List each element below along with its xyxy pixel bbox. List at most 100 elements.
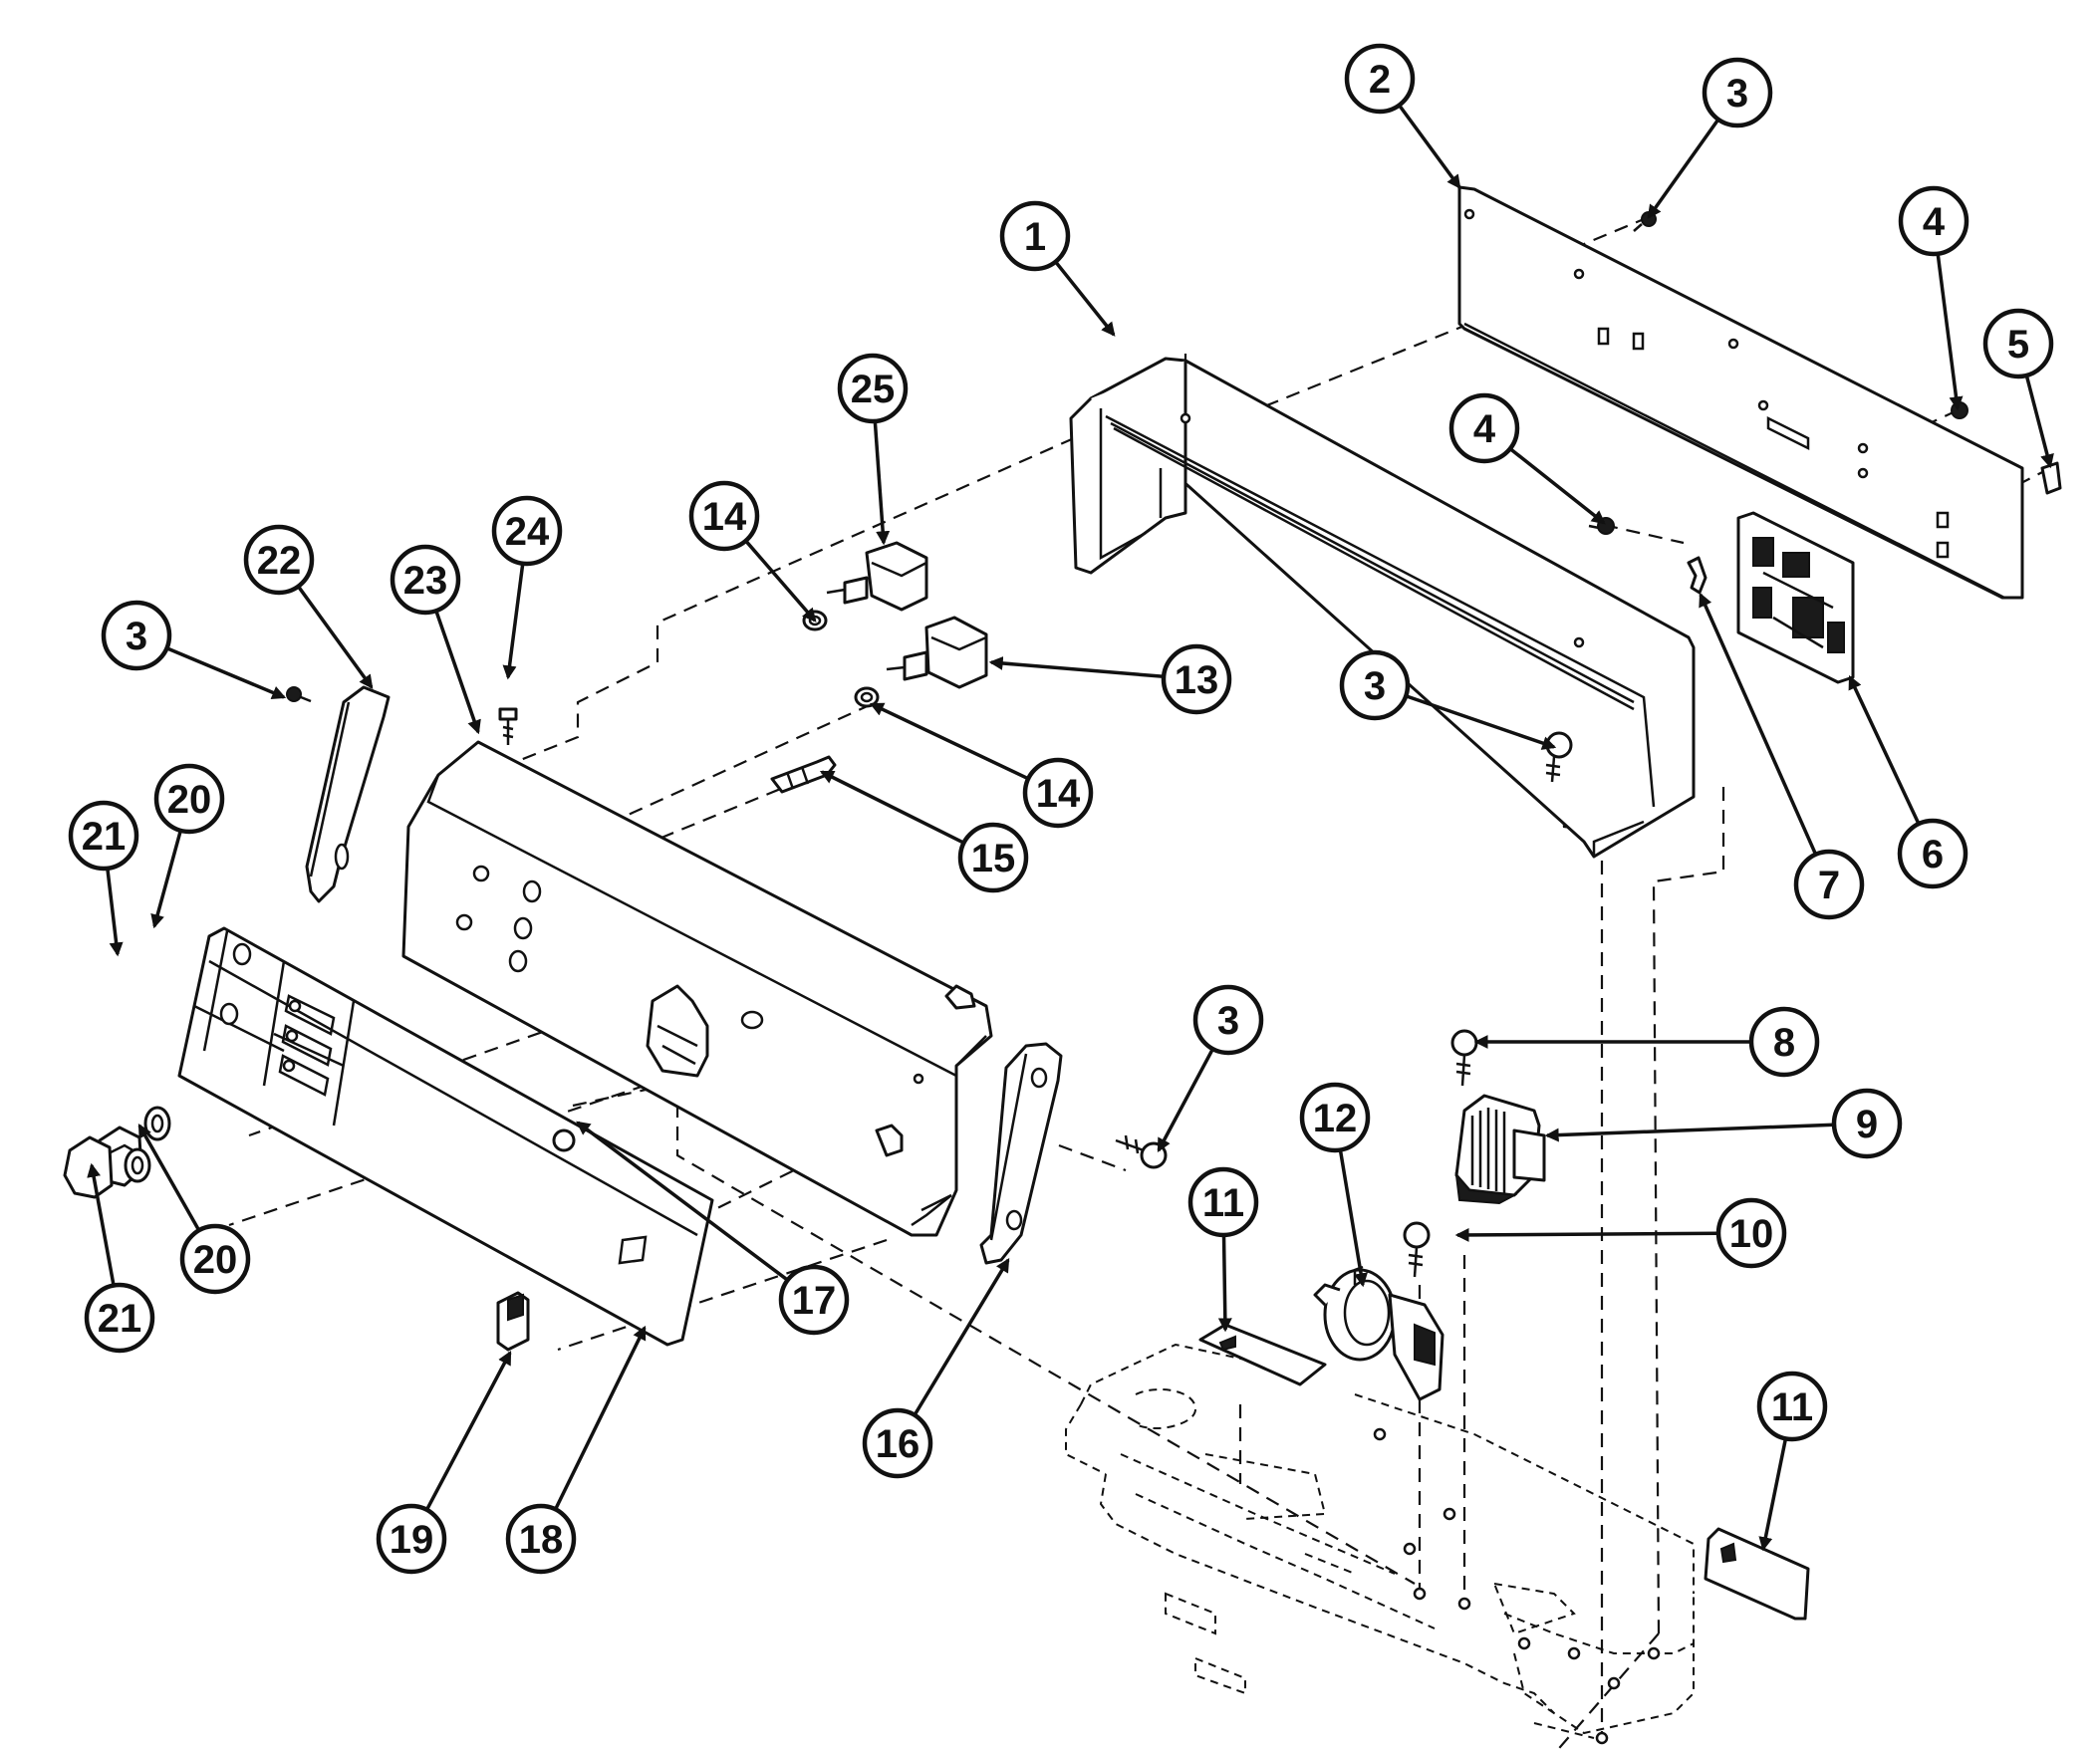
part-11-label-right: [1704, 1527, 1810, 1621]
callout-2: 2: [1344, 43, 1461, 189]
part-20-ring-lower: [124, 1147, 151, 1183]
callout-number: 17: [792, 1279, 837, 1323]
callout-circle: [179, 1223, 251, 1295]
callout-circle: [68, 800, 139, 872]
leader-line: [1699, 592, 1818, 856]
callout-number: 4: [1923, 200, 1946, 244]
callout-number: 8: [1773, 1021, 1795, 1065]
part-8-screw: [1450, 1029, 1478, 1087]
part-24-screw: [498, 707, 518, 745]
callout-7: 7: [1699, 592, 1865, 920]
callout-number: 6: [1922, 833, 1944, 877]
callout-circle: [778, 1264, 850, 1336]
part-21-knob-lower: [63, 1135, 114, 1199]
part-1-console-top: [1069, 357, 1696, 859]
part-25-switch: [826, 541, 928, 612]
callout-circle: [1344, 43, 1416, 115]
part-12-pressure-switch: [1313, 1265, 1444, 1401]
callout-circle: [1448, 392, 1520, 464]
leader-line: [576, 1121, 789, 1282]
callout-number: 23: [403, 559, 448, 603]
part-18-panel-overlay: [177, 926, 714, 1347]
callout-16: 16: [862, 1258, 1010, 1479]
callout-9: 9: [1544, 1088, 1903, 1159]
part-5-clip: [2040, 461, 2062, 495]
callout-number: 24: [505, 510, 550, 554]
leader-line: [502, 563, 525, 680]
callout-number: 11: [1771, 1385, 1813, 1429]
callout-circle: [862, 1407, 933, 1479]
callout-circle: [101, 600, 172, 671]
part-15-indicator-light: [770, 755, 837, 794]
part-19-rocker-switch: [496, 1291, 530, 1352]
leader-line: [1544, 1123, 1835, 1142]
leader-line: [1157, 1048, 1214, 1153]
callout-circle: [1756, 1371, 1828, 1442]
leader-line: [434, 610, 481, 735]
callout-circle: [376, 1503, 447, 1575]
callout-number: 22: [257, 539, 302, 583]
callout-8: 8: [1473, 1006, 1820, 1078]
callout-number: 10: [1729, 1212, 1774, 1256]
callout-6: 6: [1848, 674, 1969, 889]
part-6-control-board: [1736, 511, 1855, 684]
leader-line: [553, 1325, 647, 1511]
callout-number: 20: [167, 778, 212, 822]
callout-10: 10: [1454, 1197, 1787, 1269]
callout-20: 20: [137, 1123, 251, 1295]
leader-line: [150, 830, 182, 929]
callout-number: 1: [1024, 215, 1046, 259]
callout-20: 20: [150, 763, 225, 929]
leader-line: [137, 1123, 201, 1232]
part-23-front-panel: [401, 740, 993, 1237]
leader-line: [1508, 447, 1606, 525]
callout-circle: [837, 353, 909, 424]
callout-number: 25: [851, 368, 896, 411]
callout-number: 13: [1175, 658, 1219, 702]
callout-circle: [1299, 1082, 1371, 1153]
callout-circle: [1187, 1166, 1259, 1238]
part-3-screw-right: [1115, 1134, 1168, 1169]
callout-circle: [1898, 185, 1969, 257]
callout-number: 5: [2007, 323, 2029, 367]
part-9-transformer: [1454, 1094, 1546, 1205]
part-14-washer-lower: [854, 686, 880, 708]
callout-circle: [1702, 57, 1773, 128]
callout-22: 22: [243, 524, 374, 689]
callout-circle: [1793, 849, 1865, 920]
callout-number: 7: [1818, 864, 1840, 907]
callout-circle: [999, 200, 1071, 272]
part-16-right-end-cap: [979, 1042, 1063, 1265]
callout-number: 2: [1369, 58, 1391, 102]
callout-number: 3: [1217, 999, 1239, 1043]
callout-circle: [1022, 757, 1094, 829]
callout-11: 11: [1187, 1166, 1259, 1333]
callout-19: 19: [376, 1350, 512, 1575]
callout-4: 4: [1898, 185, 1969, 411]
callout-circle: [491, 495, 563, 567]
callout-circle: [1748, 1006, 1820, 1078]
callout-circle: [84, 1282, 155, 1354]
callout-circle: [1339, 649, 1411, 721]
part-3-screw-left: [286, 686, 312, 703]
callout-3: 3: [1647, 57, 1773, 219]
callout-24: 24: [491, 495, 563, 680]
leader-line: [913, 1258, 1010, 1416]
callout-circle: [153, 763, 225, 835]
callout-5: 5: [1982, 308, 2054, 469]
callout-21: 21: [68, 800, 139, 957]
part-4-screw-upper: [1951, 401, 1969, 419]
leader-line: [1338, 1149, 1368, 1288]
callout-circle: [1982, 308, 2054, 379]
leader-line: [1647, 118, 1720, 219]
leader-line: [1936, 253, 1964, 411]
callout-circle: [688, 480, 760, 552]
callout-13: 13: [988, 643, 1232, 715]
callout-4: 4: [1448, 392, 1606, 525]
callout-circle: [390, 544, 461, 616]
callout-number: 3: [126, 615, 147, 658]
callout-number: 3: [1726, 72, 1748, 116]
part-2-rear-panel: [1457, 185, 2024, 600]
callout-number: 20: [193, 1238, 238, 1282]
